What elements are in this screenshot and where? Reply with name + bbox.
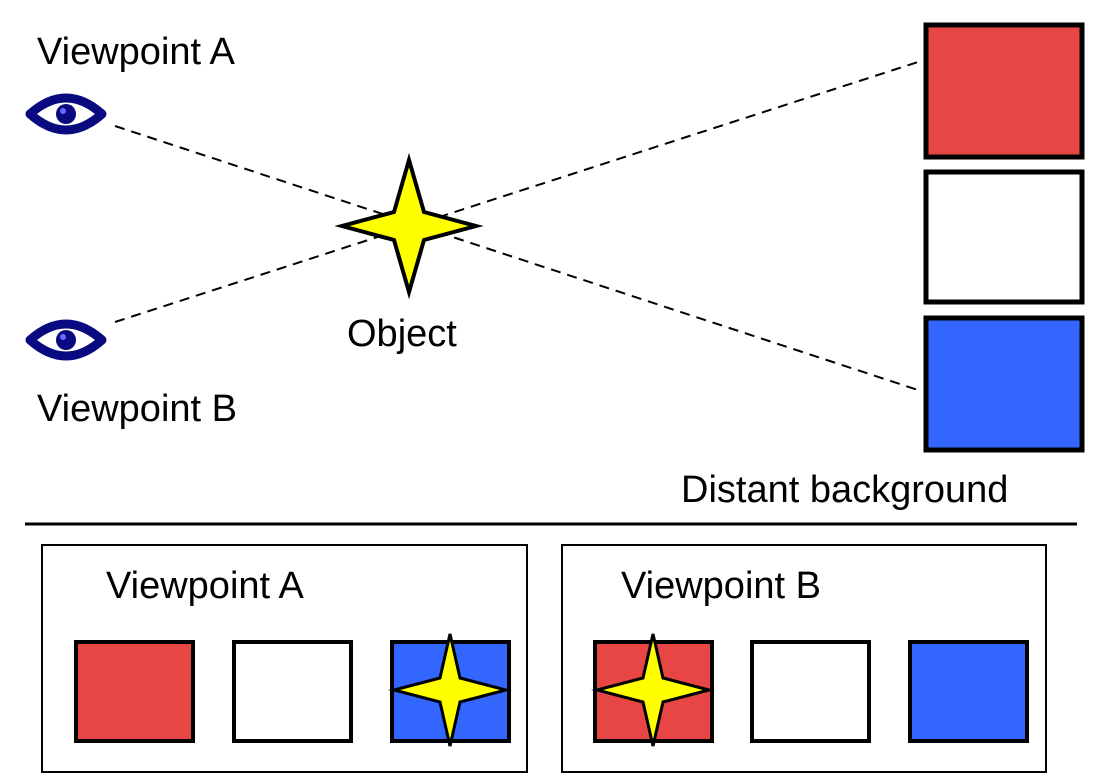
background-blue-square [923, 315, 1085, 453]
background-red-square [923, 22, 1085, 160]
panel-b-blue-square [908, 640, 1029, 743]
eye-icon [30, 98, 102, 130]
eye-icon [30, 324, 102, 356]
distant-background-label: Distant background [681, 469, 1008, 511]
star-icon [334, 152, 484, 300]
viewpoint-a-label: Viewpoint A [37, 31, 236, 73]
viewpoint-b-panel-title: Viewpoint B [621, 565, 821, 607]
panel-a-red-square [74, 640, 195, 743]
sightline-b [114, 61, 919, 323]
viewpoint-a-panel [41, 544, 528, 773]
panel-a-white-square [232, 640, 353, 743]
sightline-a [114, 125, 919, 391]
panel-b-white-square [750, 640, 871, 743]
star-icon [591, 633, 715, 747]
viewpoint-b-panel [561, 544, 1047, 773]
viewpoint-a-panel-title: Viewpoint A [106, 565, 305, 607]
star-icon [388, 633, 512, 747]
object-label: Object [347, 313, 457, 355]
viewpoint-b-label: Viewpoint B [37, 388, 237, 430]
background-white-square [923, 169, 1085, 305]
